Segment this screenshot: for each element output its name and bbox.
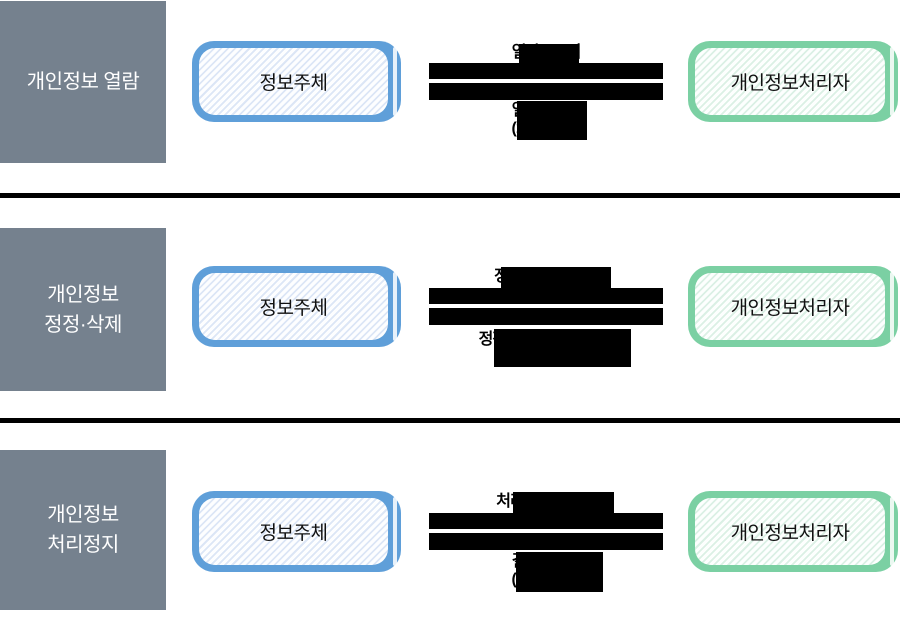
node-edge-highlight (393, 497, 397, 566)
redaction-box (501, 267, 611, 290)
request-arrow-bar (429, 513, 663, 529)
processor-node-label: 개인정보처리자 (695, 48, 885, 115)
response-arrow-bar (429, 308, 663, 325)
response-arrow-bar (429, 533, 663, 550)
section-label-correction: 개인정보 정정·삭제 (0, 228, 166, 391)
section-divider (0, 418, 900, 423)
subject-node-label: 정보주체 (199, 273, 388, 340)
redaction-box (519, 44, 579, 65)
section-label-access: 개인정보 열람 (0, 1, 166, 163)
subject-node-label: 정보주체 (199, 48, 388, 115)
redaction-box (517, 101, 587, 140)
processor-node: 개인정보처리자 (688, 41, 898, 122)
subject-node-label: 정보주체 (199, 498, 388, 565)
request-arrow-bar (429, 63, 663, 79)
redaction-box (513, 492, 614, 514)
redaction-box (494, 329, 631, 367)
node-edge-highlight (393, 47, 397, 116)
subject-node: 정보주체 (192, 491, 401, 572)
node-edge-highlight (393, 272, 397, 341)
node-edge-highlight (890, 272, 894, 341)
section-label-line1: 개인정보 (47, 504, 119, 526)
subject-node: 정보주체 (192, 266, 401, 347)
section-label-line1: 개인정보 열람 (26, 71, 140, 93)
response-arrow-bar (429, 83, 663, 100)
node-edge-highlight (890, 47, 894, 116)
section-label-line2: 정정·삭제 (44, 313, 122, 336)
subject-node: 정보주체 (192, 41, 401, 122)
section-label-suspension: 개인정보 처리정지 (0, 450, 166, 610)
processor-node: 개인정보처리자 (688, 266, 898, 347)
request-arrow-bar (429, 288, 663, 304)
node-edge-highlight (890, 497, 894, 566)
section-label-line1: 개인정보 (47, 283, 119, 306)
section-label-line2: 처리정지 (47, 534, 119, 556)
section-divider (0, 193, 900, 198)
processor-node-label: 개인정보처리자 (695, 273, 885, 340)
redaction-box (516, 552, 603, 592)
processor-node: 개인정보처리자 (688, 491, 898, 572)
processor-node-label: 개인정보처리자 (695, 498, 885, 565)
